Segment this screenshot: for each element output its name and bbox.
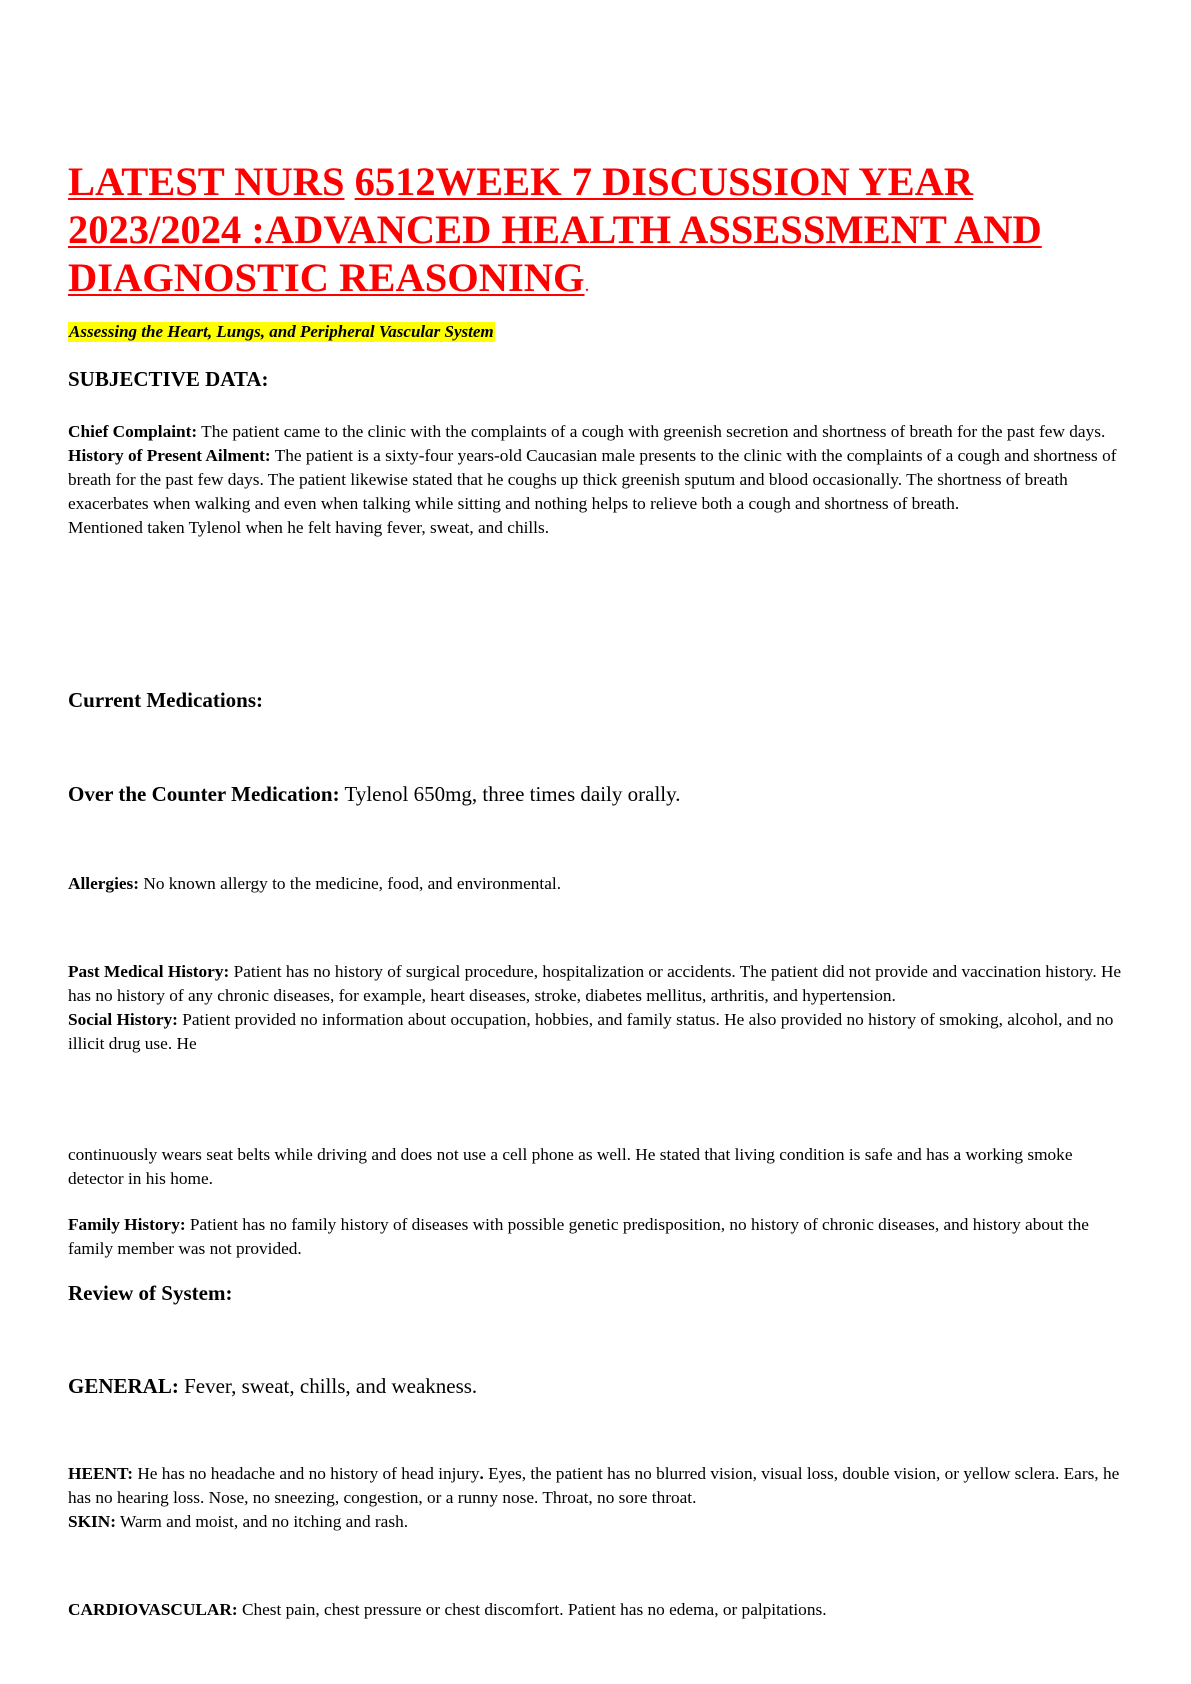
allergies-label: Allergies: bbox=[68, 874, 140, 893]
otc-text: Tylenol 650mg, three times daily orally. bbox=[344, 782, 681, 806]
pmh-text: Patient has no history of surgical proce… bbox=[68, 962, 1122, 1005]
title-trailing: . bbox=[584, 274, 590, 296]
cardiovascular-paragraph: CARDIOVASCULAR: Chest pain, chest pressu… bbox=[68, 1598, 1128, 1622]
heent-text-a: He has no headache and no history of hea… bbox=[137, 1464, 480, 1483]
chief-complaint-label: Chief Complaint: bbox=[68, 422, 198, 441]
chief-complaint-text: The patient came to the clinic with the … bbox=[201, 422, 1106, 441]
section-subtitle: Assessing the Heart, Lungs, and Peripher… bbox=[68, 322, 495, 342]
pmh-label: Past Medical History: bbox=[68, 962, 230, 981]
cardio-text: Chest pain, chest pressure or chest disc… bbox=[241, 1600, 827, 1619]
heent-skin-paragraph: HEENT: He has no headache and no history… bbox=[68, 1464, 1120, 1531]
social-history-text: Patient provided no information about oc… bbox=[68, 1010, 1114, 1053]
hpi-text: The patient is a sixty-four years-old Ca… bbox=[68, 446, 1117, 513]
general-text: Fever, sweat, chills, and weakness. bbox=[184, 1374, 478, 1398]
general-label: GENERAL: bbox=[68, 1374, 179, 1398]
subjective-data-heading: SUBJECTIVE DATA: bbox=[68, 367, 269, 391]
otc-label: Over the Counter Medication: bbox=[68, 782, 340, 806]
hpi-label: History of Present Ailment: bbox=[68, 446, 271, 465]
cardio-label: CARDIOVASCULAR: bbox=[68, 1600, 238, 1619]
past-medical-history-paragraph: Past Medical History: Patient has no his… bbox=[68, 960, 1128, 1056]
general-paragraph: GENERAL: Fever, sweat, chills, and weakn… bbox=[68, 1373, 1128, 1399]
current-medications-heading: Current Medications: bbox=[68, 688, 263, 712]
document-title: LATEST NURS 6512WEEK 7 DISCUSSION YEAR 2… bbox=[68, 158, 1128, 309]
otc-medication-paragraph: Over the Counter Medication: Tylenol 650… bbox=[68, 781, 1128, 807]
social-history-label: Social History: bbox=[68, 1010, 178, 1029]
allergies-paragraph: Allergies: No known allergy to the medic… bbox=[68, 872, 1128, 896]
heent-text-b: Eyes, the patient has no blurred vision,… bbox=[68, 1464, 1120, 1507]
family-history-text: Patient has no family history of disease… bbox=[68, 1215, 1089, 1258]
family-history-label: Family History: bbox=[68, 1215, 186, 1234]
allergies-text: No known allergy to the medicine, food, … bbox=[143, 874, 562, 893]
review-of-system-heading: Review of System: bbox=[68, 1281, 233, 1305]
title-part-1: LATEST NURS bbox=[68, 159, 345, 204]
title-part-2: 6512WEEK 7 DISCUSSION YEAR 2023/2024 :AD… bbox=[68, 159, 1042, 300]
social-history-continued: continuously wears seat belts while driv… bbox=[68, 1145, 1073, 1188]
family-history-paragraph: Family History: Patient has no family hi… bbox=[68, 1213, 1128, 1261]
skin-label: SKIN: bbox=[68, 1512, 117, 1531]
skin-text: Warm and moist, and no itching and rash. bbox=[120, 1512, 409, 1531]
heent-label: HEENT: bbox=[68, 1464, 133, 1483]
hpi-extra-text: Mentioned taken Tylenol when he felt hav… bbox=[68, 518, 550, 537]
chief-complaint-paragraph: Chief Complaint: The patient came to the… bbox=[68, 420, 1128, 540]
